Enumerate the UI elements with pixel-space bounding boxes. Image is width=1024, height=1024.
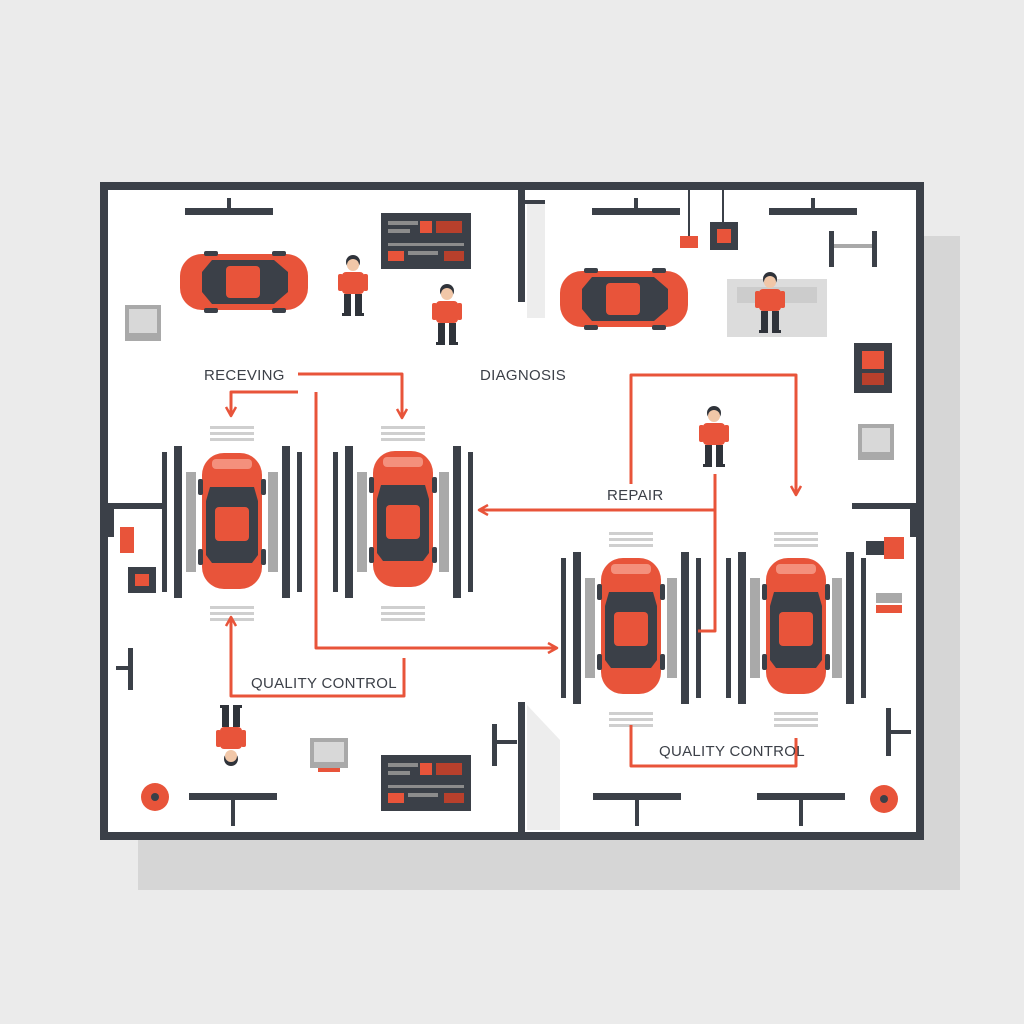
alarm-icon: [870, 785, 898, 813]
floor-shade-bottom: [527, 705, 560, 830]
arrow-diagnosis-to-qc: [629, 373, 796, 494]
car-icon: [597, 558, 665, 694]
zone-label-repair: REPAIR: [607, 487, 664, 504]
zone-label-receiving: RECEVING: [204, 367, 285, 384]
alignment-rack: [829, 231, 877, 267]
zone-label-quality-control-right: QUALITY CONTROL: [659, 743, 805, 760]
arrow-receiving-to-lift-1: [231, 390, 298, 415]
workflow-arrows: [231, 372, 798, 768]
right-wall-equipment: [854, 343, 904, 613]
arrow-receiving-to-qc: [314, 392, 556, 648]
left-wall-equipment: [120, 305, 348, 772]
tool-workbench-icon: [381, 213, 471, 269]
arrow-qc-right-loop: [629, 725, 798, 768]
interior-walls: [108, 190, 916, 834]
floor-shade-diagnosis: [527, 200, 545, 318]
car-icon: [198, 453, 266, 589]
arrow-receiving-to-lift-2: [298, 372, 402, 417]
zone-label-diagnosis: DIAGNOSIS: [480, 367, 566, 384]
outer-walls: [100, 182, 924, 840]
car-icon: [369, 451, 437, 587]
car-icon: [180, 251, 308, 313]
wall-brackets: [116, 648, 911, 766]
arrow-repair-loop: [698, 510, 717, 633]
alarm-icon: [141, 783, 169, 811]
car-icon: [560, 268, 688, 330]
tool-workbench-icon: [381, 755, 471, 811]
zone-label-quality-control-left: QUALITY CONTROL: [251, 675, 397, 692]
arrow-qc-return: [231, 618, 406, 698]
car-icon: [762, 558, 830, 694]
hanging-tools: [680, 190, 738, 250]
